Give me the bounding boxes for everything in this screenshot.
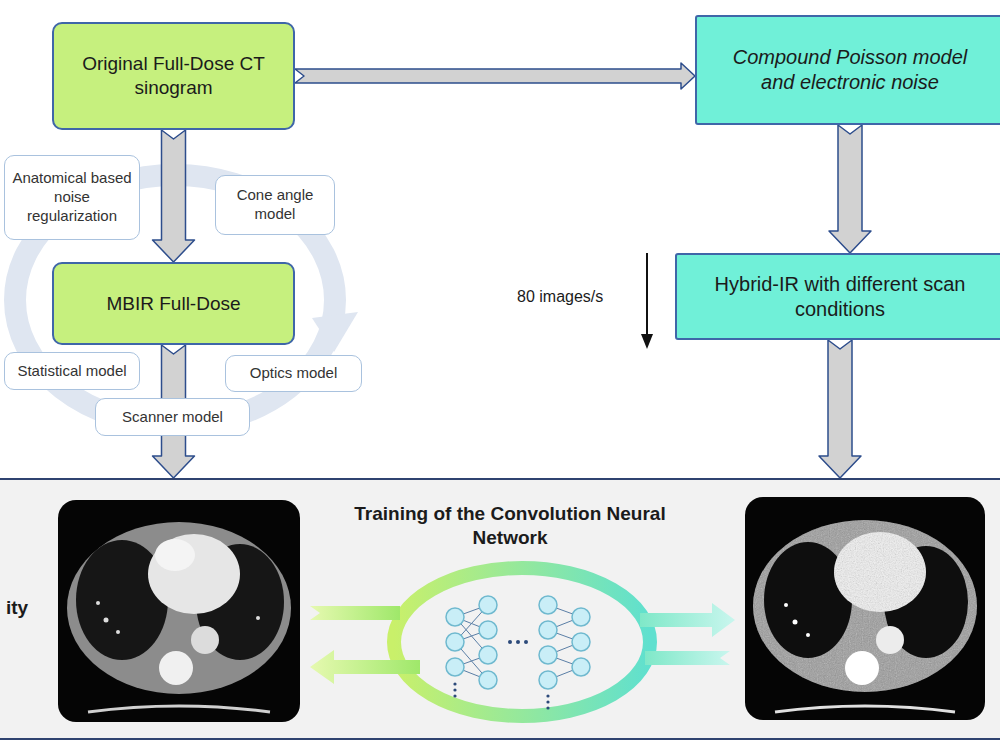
ct-body [753,520,977,692]
network-neuron [446,633,464,651]
network-neuron [479,671,497,689]
process-box: Original Full-Dose CT sinogram [52,22,295,130]
ct-image-frame [745,497,985,720]
box-text: Optics model [250,364,338,383]
ct-noise [834,532,926,612]
ellipsis-dot [524,640,528,644]
ct-body [67,522,291,694]
training-band [310,606,400,620]
block-arrow [295,63,695,89]
process-box: MBIR Full-Dose [52,262,295,345]
ct-heart [834,532,926,612]
network-neuron [446,608,464,626]
ellipsis-dot [516,640,520,644]
ellipsis-dot [546,694,549,697]
box-text: MBIR Full-Dose [106,292,240,316]
ellipsis-dot [546,700,549,703]
network-ellipsis [453,640,549,710]
model-tag: Cone angle model [215,175,335,235]
ct-dot [784,603,788,607]
ct-dot [96,601,100,605]
process-box: Compound Poisson model and electronic no… [695,15,1000,125]
cycle-arrowhead [312,312,358,352]
rate-arrowhead [641,334,653,349]
ellipsis-dot [453,688,456,691]
rate-arrow-line [646,253,648,336]
training-arrow [310,650,420,684]
ct-dot [104,618,109,623]
side-label: ity [6,596,66,620]
box-text: Cone angle model [222,186,328,224]
ct-aorta [191,626,219,654]
ct-dot [256,616,260,620]
network-neuron [446,658,464,676]
network-neuron [479,596,497,614]
ct-noise [753,520,977,692]
network-neurons [446,596,590,689]
ct-dot [793,620,798,625]
ct-table [88,706,270,712]
box-text: Hybrid-IR with different scan conditions [695,272,985,322]
box-text: Compound Poisson model and electronic no… [715,45,985,95]
network-neuron [572,633,590,651]
ct-spine [845,651,879,685]
ellipsis-dot [508,640,512,644]
training-panel: ity Training of the Convolution Neural Ne… [0,478,1000,740]
ct-heart [148,534,240,614]
training-band [645,651,730,665]
network-neuron [479,646,497,664]
ct-dot [116,630,120,634]
block-arrow [819,340,861,478]
rate-label: 80 images/s [517,288,603,306]
network-neuron [479,621,497,639]
ct-dot [806,633,810,637]
model-tag: Optics model [225,355,362,392]
box-text: Scanner model [122,408,223,427]
network-neuron [572,608,590,626]
ct-table [775,706,955,712]
model-tag: Scanner model [95,398,250,436]
block-arrow [153,130,195,262]
network-neuron [539,646,557,664]
ellipsis-dot [546,706,549,709]
block-arrow [829,125,871,253]
ellipsis-dot [453,694,456,697]
process-box: Hybrid-IR with different scan conditions [675,253,1000,340]
ct-vessel [155,539,195,571]
training-ring [394,568,650,716]
network-neuron [572,658,590,676]
panel-ground [0,478,1000,740]
network-links [455,605,581,680]
training-arrow [640,603,735,637]
network-neuron [539,671,557,689]
box-text: Statistical model [17,362,126,381]
network-neuron [539,621,557,639]
model-tag: Statistical model [4,352,140,390]
box-text: Original Full-Dose CT sinogram [64,52,283,100]
panel-heading: Training of the Convolution Neural Netwo… [352,502,668,550]
network-neuron [539,596,557,614]
ct-image-frame [58,500,300,722]
ellipsis-dot [453,682,456,685]
model-tag: Anatomical based noise regularization [4,155,140,240]
ct-aorta [876,626,904,654]
box-text: Anatomical based noise regularization [11,169,133,225]
ct-spine [159,651,193,685]
